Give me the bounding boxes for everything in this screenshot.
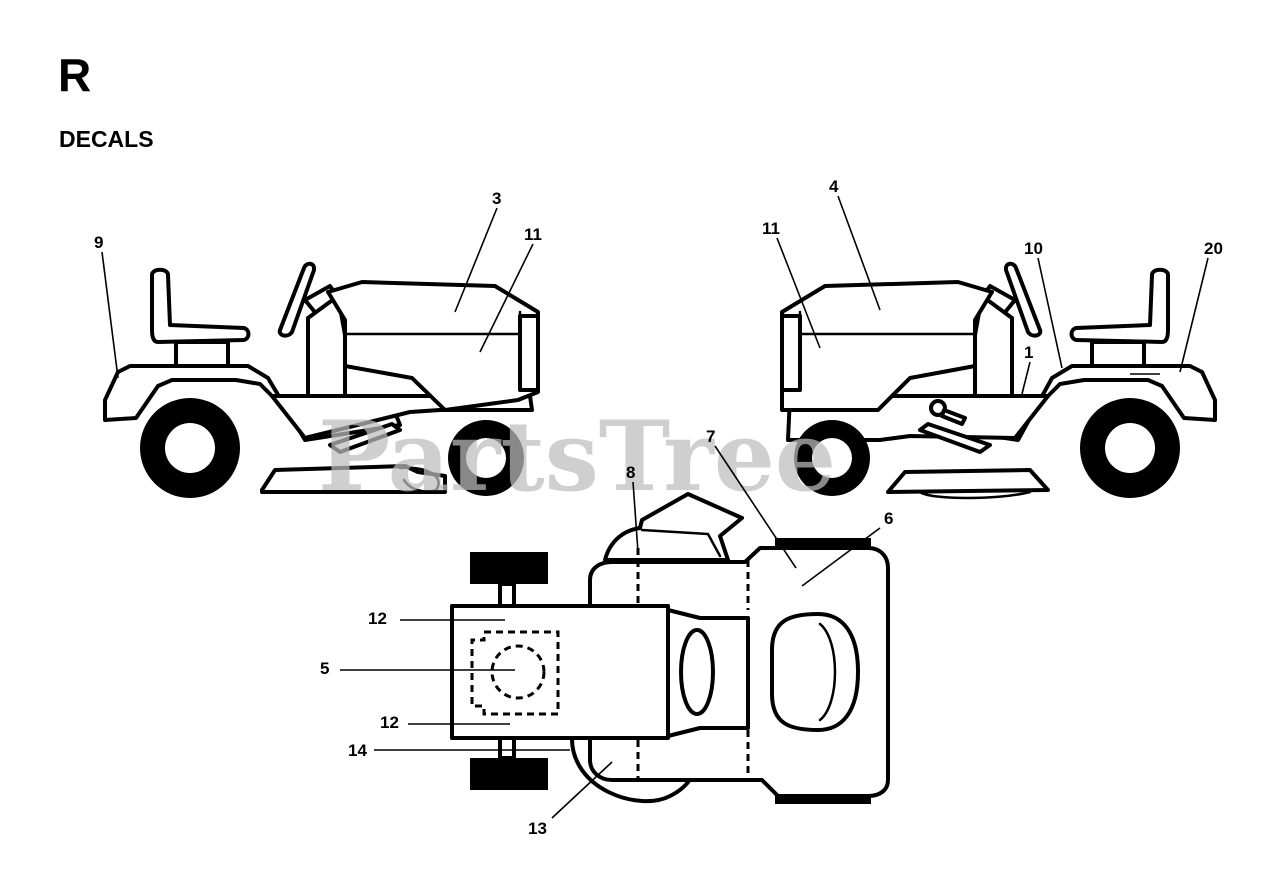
left-tractor-side-view	[103, 261, 540, 498]
right-rear-hub	[1105, 423, 1155, 473]
callout-12-upper: 12	[368, 609, 387, 628]
left-front-hub	[466, 438, 506, 478]
right-steering-wheel	[1003, 261, 1043, 338]
callout-11-left: 11	[524, 225, 542, 244]
callout-8: 8	[626, 463, 635, 482]
left-hood	[326, 280, 540, 412]
watermark: PartsTree	[318, 400, 836, 513]
leader-lines	[101, 195, 1209, 819]
callout-9: 9	[94, 233, 103, 252]
top-axle-lower	[498, 736, 516, 760]
right-deck-edge	[918, 490, 1032, 500]
right-mower-deck	[886, 468, 1050, 494]
section-letter: R	[58, 49, 92, 101]
left-pedal	[328, 422, 402, 454]
callout-11-right: 11	[762, 219, 780, 238]
right-seat	[1069, 267, 1170, 344]
callout-5: 5	[320, 659, 329, 678]
callout-6: 6	[884, 509, 893, 528]
top-seat-block	[450, 604, 670, 740]
right-seat-post	[1090, 340, 1146, 368]
tractor-top-view	[450, 492, 890, 804]
left-seat	[150, 267, 251, 344]
callout-7: 7	[706, 427, 715, 446]
top-front-grille	[770, 612, 860, 732]
right-pedal	[918, 422, 992, 454]
top-steering-line	[640, 528, 722, 558]
callout-10: 10	[1024, 239, 1043, 258]
right-front-hub	[812, 438, 852, 478]
left-steering-wheel	[277, 261, 317, 338]
left-rear-hub	[165, 423, 215, 473]
top-steering-area	[603, 492, 744, 562]
left-seat-post	[174, 340, 230, 368]
section-title: DECALS	[59, 126, 154, 152]
left-deck-chute	[398, 466, 440, 493]
right-control-lever	[940, 408, 967, 426]
callout-4: 4	[829, 177, 839, 196]
top-axle-upper	[498, 582, 516, 608]
callout-14: 14	[348, 741, 367, 760]
callout-12-lower: 12	[380, 713, 399, 732]
callout-20: 20	[1204, 239, 1223, 258]
callout-13: 13	[528, 819, 547, 838]
callout-1: 1	[1024, 343, 1033, 362]
top-decal-outline	[470, 630, 560, 716]
top-hood-oval	[679, 628, 715, 716]
callout-3: 3	[492, 189, 501, 208]
top-decal-circle	[490, 644, 546, 700]
top-grille-line	[818, 622, 837, 722]
right-hood	[780, 280, 994, 412]
right-grille	[780, 314, 802, 392]
top-rear-wheel-lower	[470, 758, 548, 790]
right-tractor-side-view	[780, 261, 1217, 500]
left-grille	[518, 314, 540, 392]
top-rear-wheel-upper	[470, 552, 548, 584]
callouts: 9 3 11 4 11 10 20 1 8 7 6 12 5 12 14 13	[94, 177, 1223, 838]
